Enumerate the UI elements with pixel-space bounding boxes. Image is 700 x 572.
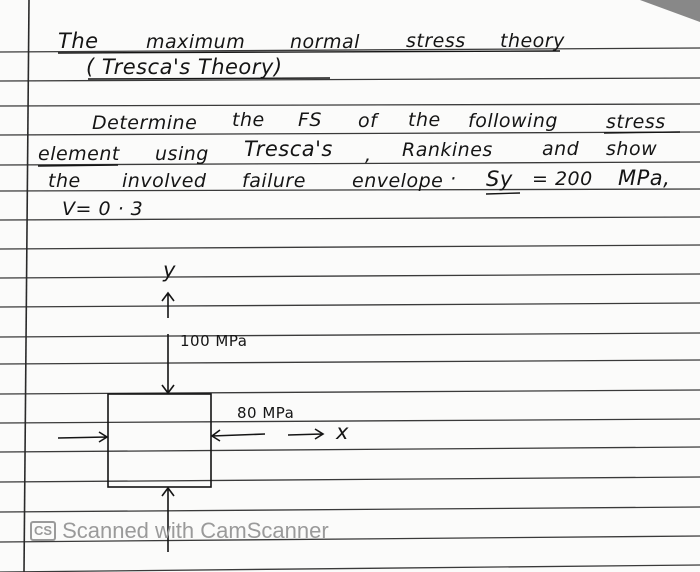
problem-word-the-3: the xyxy=(48,170,81,192)
y-axis-label: y xyxy=(163,258,176,282)
problem-word-trescas: Tresca's xyxy=(244,137,333,161)
top-stress-arrow xyxy=(161,334,175,395)
bottom-stress-arrow xyxy=(161,486,175,552)
problem-sy-value: = 200 xyxy=(532,168,593,190)
camscanner-logo: CS xyxy=(30,521,57,541)
problem-word-fs: FS xyxy=(298,109,322,131)
subtitle: ( Tresca's Theory) xyxy=(86,55,283,79)
problem-word-rankines: Rankines xyxy=(402,139,493,161)
subtitle-underline xyxy=(87,77,331,80)
left-stress-arrow xyxy=(57,431,109,443)
stress-element-square xyxy=(107,393,212,488)
problem-word-element: element xyxy=(38,143,120,165)
problem-dot: · xyxy=(450,168,457,190)
problem-word-stress: stress xyxy=(606,111,666,133)
y-axis-arrow xyxy=(161,291,175,318)
title-word-maximum: maximum xyxy=(146,31,246,53)
problem-word-envelope: envelope xyxy=(352,170,444,192)
problem-poisson-ratio: V= 0 · 3 xyxy=(62,198,144,220)
stress-element-diagram xyxy=(57,291,325,552)
title-underline xyxy=(57,50,561,54)
title-word-the: The xyxy=(58,29,99,53)
problem-word-the: the xyxy=(232,109,265,131)
problem-sy: Sy xyxy=(486,167,513,191)
problem-word-involved: involved xyxy=(122,170,207,192)
problem-word-of: of xyxy=(358,110,378,132)
problem-comma: , xyxy=(365,144,372,166)
element-underline xyxy=(37,164,119,167)
ruled-lines xyxy=(0,47,700,572)
camscanner-watermark: CS Scanned with CamScanner xyxy=(30,516,329,546)
horizontal-stress-label: 80 MPa xyxy=(237,404,295,422)
problem-word-show: show xyxy=(606,138,658,160)
problem-word-following: following xyxy=(468,110,558,132)
x-axis-arrow xyxy=(287,428,325,440)
problem-word-determine: Determine xyxy=(92,112,198,134)
problem-word-and: and xyxy=(542,138,580,160)
page-corner-shadow xyxy=(640,0,700,22)
vertical-stress-label: 100 MPa xyxy=(180,332,248,350)
watermark-text: Scanned with CamScanner xyxy=(62,518,329,543)
title-word-normal: normal xyxy=(290,31,360,53)
sy-underline xyxy=(485,192,521,195)
problem-word-using: using xyxy=(155,143,209,165)
x-axis-label: x xyxy=(336,420,349,444)
title-word-stress: stress xyxy=(406,30,466,52)
title-word-theory: theory xyxy=(500,30,565,52)
right-stress-arrow xyxy=(210,429,266,442)
problem-word-the-2: the xyxy=(408,109,441,131)
problem-word-failure: failure xyxy=(242,170,306,192)
margin-line xyxy=(23,0,30,572)
problem-mpa: MPa, xyxy=(618,166,671,190)
stress-underline xyxy=(603,131,681,134)
